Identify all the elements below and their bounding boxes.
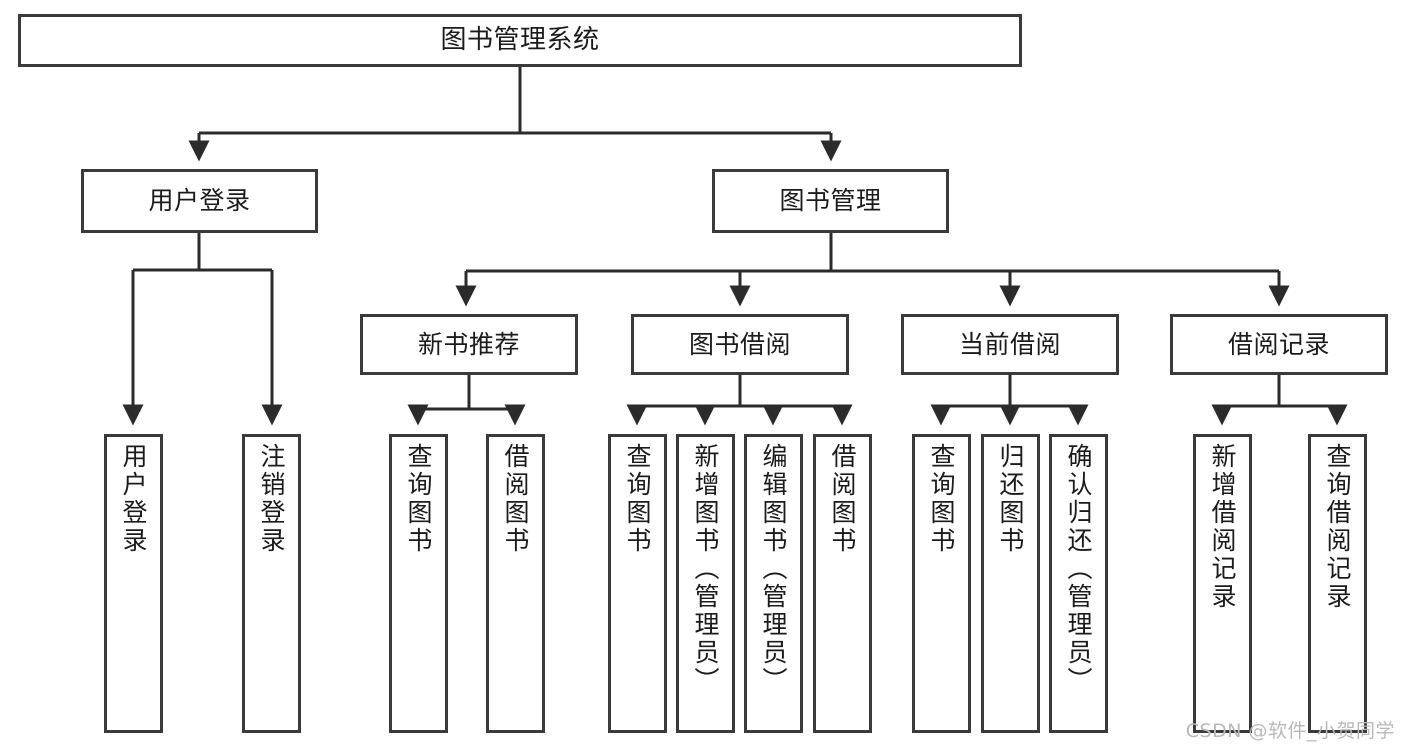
node-user-login[interactable]: 用户登录 bbox=[81, 169, 318, 233]
node-leaf-logout-label: 注销登录 bbox=[257, 443, 286, 555]
node-borrow-record-label: 借阅记录 bbox=[1227, 329, 1330, 359]
node-leaf-borrow-book-2[interactable]: 借阅图书 bbox=[813, 434, 872, 733]
node-leaf-query-book-1[interactable]: 查询图书 bbox=[389, 434, 448, 733]
node-book-manage-label: 图书管理 bbox=[779, 186, 882, 215]
node-root-label: 图书管理系统 bbox=[440, 24, 600, 55]
node-leaf-query-book-3[interactable]: 查询图书 bbox=[912, 434, 971, 733]
node-leaf-confirm-return[interactable]: 确认归还（管理员） bbox=[1049, 434, 1108, 733]
node-leaf-borrow-book-1[interactable]: 借阅图书 bbox=[486, 434, 545, 733]
node-book-borrow[interactable]: 图书借阅 bbox=[631, 314, 849, 375]
node-book-borrow-label: 图书借阅 bbox=[688, 329, 791, 359]
node-borrow-record[interactable]: 借阅记录 bbox=[1170, 314, 1388, 375]
node-new-book-rec[interactable]: 新书推荐 bbox=[360, 314, 578, 375]
node-leaf-edit-book-label: 编辑图书（管理员） bbox=[759, 443, 788, 695]
node-leaf-borrow-book-1-label: 借阅图书 bbox=[501, 443, 530, 555]
node-leaf-add-book-label: 新增图书（管理员） bbox=[691, 443, 720, 695]
node-leaf-add-book[interactable]: 新增图书（管理员） bbox=[676, 434, 735, 733]
node-user-login-label: 用户登录 bbox=[148, 186, 251, 215]
node-leaf-logout[interactable]: 注销登录 bbox=[242, 434, 301, 733]
node-leaf-add-record-label: 新增借阅记录 bbox=[1208, 443, 1237, 611]
node-leaf-query-book-3-label: 查询图书 bbox=[927, 443, 956, 555]
node-new-book-rec-label: 新书推荐 bbox=[417, 329, 520, 359]
node-leaf-user-login-label: 用户登录 bbox=[119, 443, 148, 555]
node-leaf-query-book-2-label: 查询图书 bbox=[623, 443, 652, 555]
watermark: CSDN @软件_小贺同学 bbox=[1185, 720, 1395, 742]
node-current-borrow[interactable]: 当前借阅 bbox=[901, 314, 1119, 375]
node-leaf-query-book-2[interactable]: 查询图书 bbox=[608, 434, 667, 733]
node-root[interactable]: 图书管理系统 bbox=[18, 14, 1022, 67]
node-leaf-query-book-1-label: 查询图书 bbox=[404, 443, 433, 555]
node-leaf-edit-book[interactable]: 编辑图书（管理员） bbox=[744, 434, 803, 733]
node-leaf-return-book[interactable]: 归还图书 bbox=[981, 434, 1040, 733]
node-leaf-add-record[interactable]: 新增借阅记录 bbox=[1193, 434, 1252, 733]
node-leaf-borrow-book-2-label: 借阅图书 bbox=[828, 443, 857, 555]
node-leaf-return-book-label: 归还图书 bbox=[996, 443, 1025, 555]
node-leaf-confirm-return-label: 确认归还（管理员） bbox=[1064, 443, 1093, 695]
node-book-manage[interactable]: 图书管理 bbox=[712, 169, 949, 233]
node-leaf-user-login[interactable]: 用户登录 bbox=[104, 434, 163, 733]
node-leaf-query-record-label: 查询借阅记录 bbox=[1323, 443, 1352, 611]
node-leaf-query-record[interactable]: 查询借阅记录 bbox=[1308, 434, 1367, 733]
node-current-borrow-label: 当前借阅 bbox=[958, 329, 1061, 359]
